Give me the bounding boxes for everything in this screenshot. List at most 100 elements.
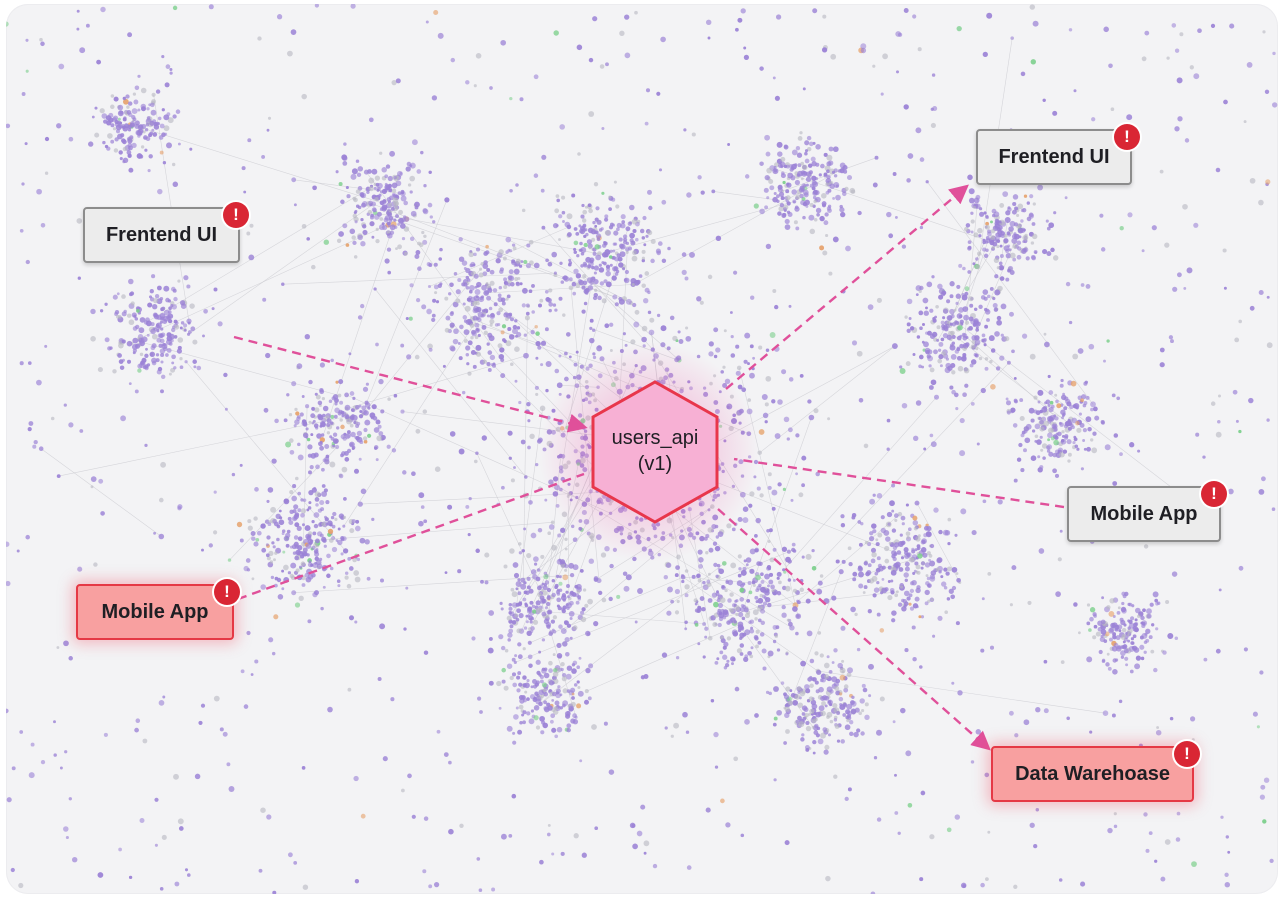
background-node xyxy=(984,772,990,778)
background-node xyxy=(295,568,300,573)
background-node xyxy=(521,549,525,553)
background-node xyxy=(572,537,578,543)
background-node xyxy=(518,704,524,710)
background-node xyxy=(805,183,809,187)
background-node xyxy=(153,313,158,318)
background-node xyxy=(403,216,410,222)
background-node xyxy=(291,177,297,183)
background-node xyxy=(499,601,503,605)
background-node xyxy=(543,700,547,705)
background-node xyxy=(1109,637,1113,642)
background-node xyxy=(1013,398,1018,403)
background-node xyxy=(362,436,368,441)
background-node xyxy=(580,252,585,256)
background-node xyxy=(144,128,149,132)
background-node xyxy=(622,267,626,271)
background-node xyxy=(486,362,491,367)
background-node xyxy=(127,32,133,38)
dependency-graph[interactable] xyxy=(6,4,1278,894)
background-node xyxy=(515,281,520,286)
background-node xyxy=(1169,716,1174,721)
background-node xyxy=(516,688,521,693)
background-node xyxy=(814,711,818,716)
background-node xyxy=(954,814,961,820)
background-node xyxy=(239,538,244,543)
background-node xyxy=(489,354,496,361)
background-node xyxy=(1008,710,1014,716)
background-node xyxy=(148,154,153,159)
background-node xyxy=(305,543,312,549)
background-node xyxy=(708,351,714,357)
background-node xyxy=(175,109,181,114)
background-node xyxy=(357,205,362,210)
background-node xyxy=(982,51,988,58)
background-node xyxy=(115,129,121,134)
background-node xyxy=(1053,211,1057,215)
background-node xyxy=(171,327,176,333)
background-node xyxy=(583,301,588,306)
background-node xyxy=(973,205,976,209)
background-node xyxy=(903,590,910,597)
background-node xyxy=(171,354,176,360)
background-node xyxy=(809,658,815,664)
background-node xyxy=(791,542,796,547)
background-node xyxy=(693,598,698,603)
background-node xyxy=(1045,219,1049,223)
background-edge xyxy=(789,571,842,704)
background-node xyxy=(167,299,172,303)
background-node xyxy=(891,618,896,623)
background-node xyxy=(759,161,764,166)
background-node xyxy=(601,127,605,130)
background-node xyxy=(566,727,571,733)
background-node xyxy=(379,200,385,206)
background-node xyxy=(667,246,671,251)
background-node xyxy=(933,507,939,513)
background-node xyxy=(1020,433,1025,438)
background-node xyxy=(488,306,493,311)
background-node xyxy=(425,20,429,24)
background-node xyxy=(776,141,783,148)
background-node xyxy=(1080,467,1084,471)
background-node xyxy=(1037,184,1044,191)
background-node xyxy=(489,269,495,275)
background-node xyxy=(433,262,438,267)
background-node xyxy=(359,537,366,544)
background-node xyxy=(657,241,663,246)
background-node xyxy=(776,648,781,652)
background-node xyxy=(990,229,996,234)
background-node xyxy=(315,503,319,507)
background-node xyxy=(946,299,951,304)
background-node xyxy=(1111,634,1117,639)
background-node xyxy=(1087,426,1092,432)
background-node xyxy=(340,434,346,440)
background-node xyxy=(850,708,857,715)
background-node xyxy=(498,249,504,255)
background-node xyxy=(285,543,290,548)
background-node xyxy=(710,698,715,703)
background-node xyxy=(320,433,325,437)
background-node xyxy=(726,659,730,663)
background-node xyxy=(371,207,377,213)
background-node xyxy=(747,398,752,402)
background-node xyxy=(1145,848,1150,853)
background-node xyxy=(529,620,533,624)
background-node xyxy=(708,341,714,347)
background-node xyxy=(914,548,918,552)
background-node xyxy=(483,330,488,335)
background-node xyxy=(929,308,934,313)
background-node xyxy=(994,289,1001,296)
graph-canvas[interactable]: users_api (v1) Frentend UI ! Frentend UI… xyxy=(6,4,1278,894)
background-node xyxy=(912,353,916,356)
background-node xyxy=(593,577,599,582)
background-node xyxy=(882,53,888,60)
background-node xyxy=(937,348,942,352)
background-node xyxy=(743,607,749,613)
background-node xyxy=(723,611,729,618)
background-node xyxy=(574,593,580,598)
background-node xyxy=(1038,548,1045,554)
background-node xyxy=(926,576,931,581)
background-node xyxy=(802,189,809,196)
background-node xyxy=(422,239,428,245)
background-node xyxy=(184,360,188,364)
background-node xyxy=(146,107,150,111)
